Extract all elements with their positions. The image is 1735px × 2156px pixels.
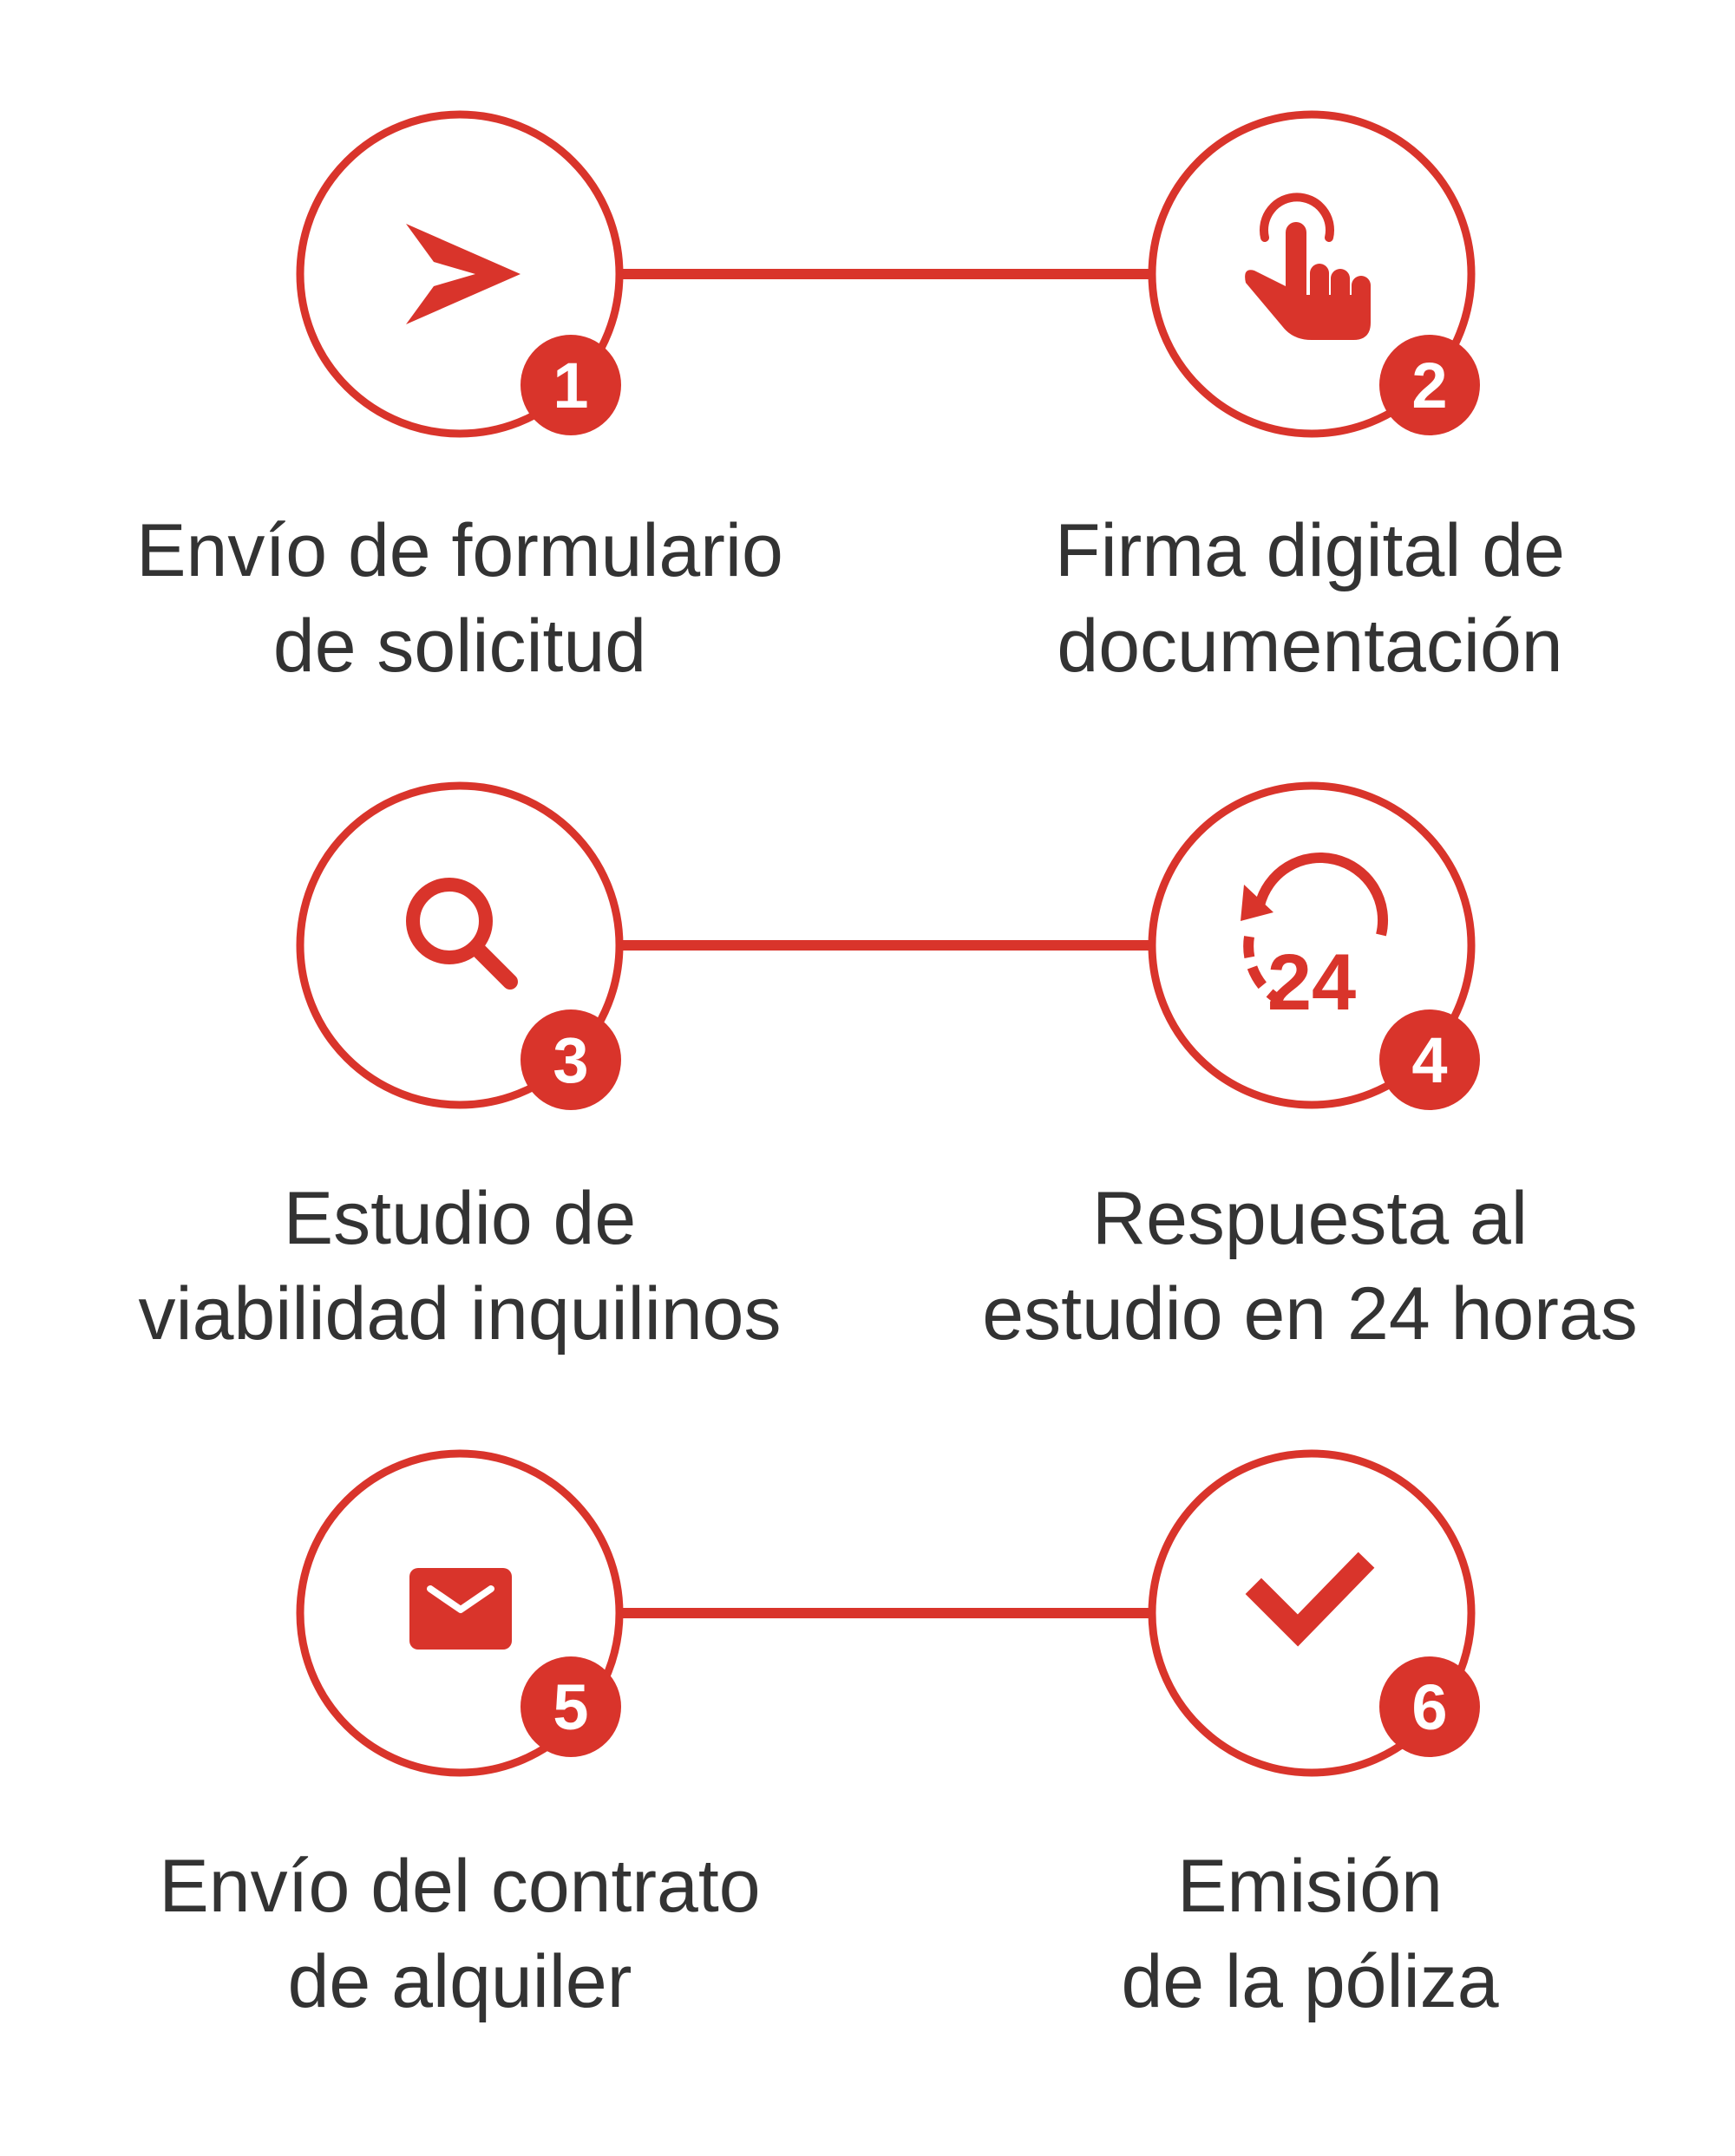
step-label-line1: Envío del contrato	[159, 1845, 761, 1928]
step-number: 2	[1411, 350, 1447, 421]
step-label-line1: Firma digital de	[1055, 509, 1565, 592]
step-label-line1: Estudio de	[283, 1177, 637, 1260]
step-4: 24 4	[1148, 781, 1480, 1110]
envelope-icon	[409, 1568, 512, 1650]
step-label-line1: Envío de formulario	[136, 509, 783, 592]
step-3-label: Estudio de viabilidad inquilinos	[69, 1171, 850, 1362]
step-number-badge	[1379, 1009, 1480, 1110]
search-icon	[406, 878, 518, 990]
svg-text:24: 24	[1267, 938, 1356, 1027]
checkmark-icon	[1245, 1552, 1375, 1647]
step-number: 3	[553, 1024, 588, 1096]
step-number-badge	[520, 1656, 621, 1757]
step-3: 3	[296, 781, 624, 1110]
step-2: 2	[1148, 110, 1480, 438]
step-label-line2: de solicitud	[272, 604, 647, 688]
step-number-badge	[1379, 1656, 1480, 1757]
step-label-line2: estudio en 24 horas	[982, 1272, 1638, 1356]
step-number: 4	[1411, 1024, 1447, 1096]
step-label-line2: viabilidad inquilinos	[138, 1272, 782, 1356]
step-number-badge	[1379, 335, 1480, 435]
step-label-line2: de la póliza	[1121, 1940, 1499, 2023]
step-1-label: Envío de formulario de solicitud	[69, 503, 850, 694]
step-6: 6	[1148, 1449, 1480, 1777]
send-arrow-icon	[406, 224, 520, 324]
step-label-line1: Emisión	[1177, 1845, 1443, 1928]
step-5: 5	[296, 1449, 624, 1777]
step-label-line2: de alquiler	[287, 1940, 632, 2023]
step-5-label: Envío del contrato de alquiler	[69, 1839, 850, 2029]
step-number: 5	[553, 1671, 588, 1743]
24-hours-icon: 24	[1241, 853, 1388, 1027]
step-4-label: Respuesta al estudio en 24 horas	[920, 1171, 1700, 1362]
step-circle	[1148, 781, 1476, 1109]
step-number: 1	[553, 350, 588, 421]
step-number-badge	[520, 335, 621, 435]
step-number-badge	[520, 1009, 621, 1110]
step-1: 1	[296, 110, 624, 438]
step-2-label: Firma digital de documentación	[920, 503, 1700, 694]
step-label-line1: Respuesta al	[1092, 1177, 1528, 1260]
step-label-line2: documentación	[1057, 604, 1563, 688]
step-number: 6	[1411, 1671, 1447, 1743]
step-6-label: Emisión de la póliza	[920, 1839, 1700, 2029]
touch-hand-icon	[1245, 193, 1371, 340]
